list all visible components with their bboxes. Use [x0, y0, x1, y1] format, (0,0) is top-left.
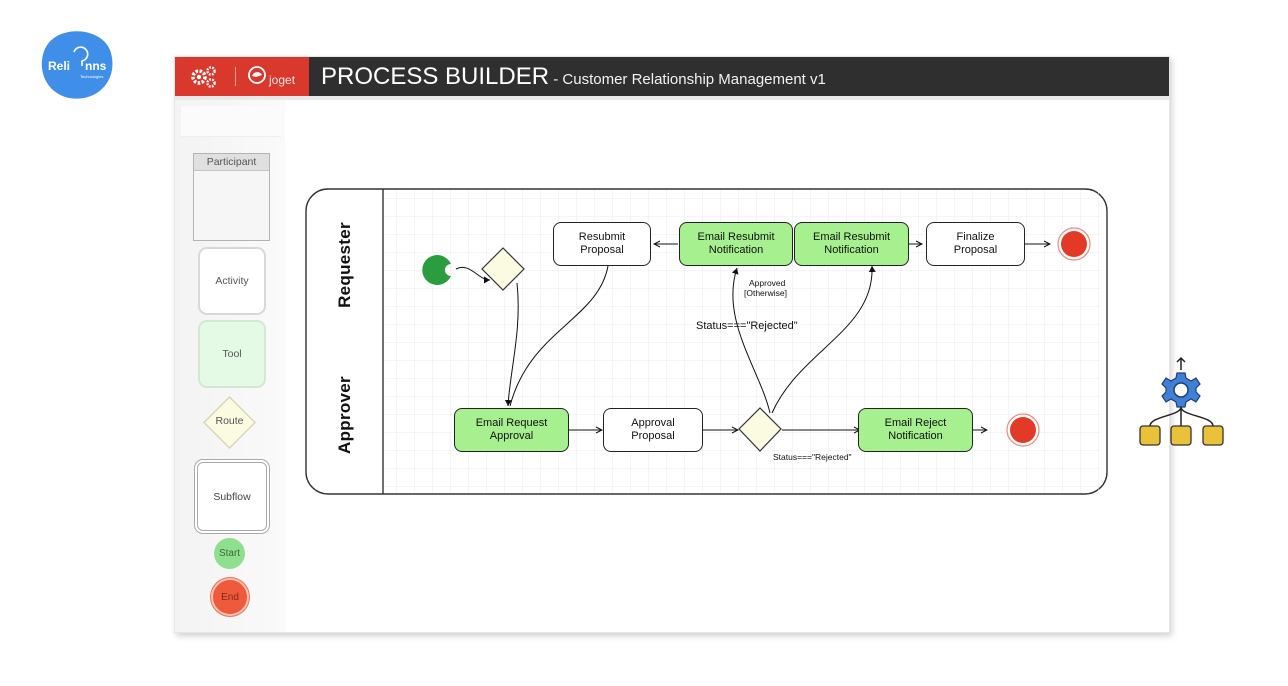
palette-route-label: Route	[215, 415, 244, 427]
palette-start[interactable]: Start	[214, 538, 245, 569]
page-title: PROCESS BUILDER - Customer Relationship …	[321, 63, 826, 91]
brand-name: Reli	[48, 59, 70, 73]
title-bar: joget PROCESS BUILDER - Customer Relatio…	[175, 57, 1169, 96]
tool-email-reject-notification[interactable]: Email Reject Notification	[858, 408, 973, 452]
palette-end-label: End	[221, 591, 239, 603]
condition-label-otherwise: [Otherwise]	[744, 288, 787, 298]
tool-email-request-approval[interactable]: Email Request Approval	[454, 408, 569, 452]
toolbar-strip	[175, 96, 1169, 100]
lane-label-approver: Approver	[335, 376, 354, 454]
palette-tab[interactable]	[181, 106, 281, 137]
transition-start-route1	[455, 266, 491, 284]
condition-label-rejected-upper: Status==="Rejected"	[696, 320, 798, 332]
palette-participant[interactable]: Participant	[193, 153, 270, 241]
palette-activity[interactable]: Activity	[198, 247, 266, 315]
palette-tool[interactable]: Tool	[198, 320, 266, 388]
transition-route2-email-resubmit-2	[771, 265, 876, 414]
palette-start-label: Start	[218, 548, 241, 559]
tool-email-resubmit-2-label: Email Resubmit Notification	[812, 231, 891, 256]
route-gateway-2[interactable]	[738, 407, 782, 452]
joget-logo-icon	[248, 66, 266, 84]
activity-finalize-proposal[interactable]: Finalize Proposal	[926, 222, 1025, 266]
workflow-illustration-icon	[1139, 356, 1224, 446]
palette-subflow-label: Subflow	[213, 490, 251, 503]
app-title: PROCESS BUILDER	[321, 63, 550, 90]
brand-name-suffix: nns	[85, 59, 107, 73]
tool-email-resubmit-notification-1[interactable]: Email Resubmit Notification	[679, 222, 793, 266]
condition-label-approved: Approved	[749, 278, 786, 288]
tool-email-resubmit-1-label: Email Resubmit Notification	[697, 231, 775, 256]
gears-icon[interactable]	[189, 64, 219, 90]
palette-end[interactable]: End	[211, 578, 249, 616]
activity-finalize-proposal-label: Finalize Proposal	[953, 231, 998, 256]
palette-subflow[interactable]: Subflow	[194, 459, 270, 534]
tool-email-reject-notification-label: Email Reject Notification	[884, 417, 947, 442]
palette-participant-label: Participant	[194, 154, 269, 171]
palette-route[interactable]	[202, 395, 257, 450]
transition-route1-email-request	[504, 282, 519, 407]
tool-email-resubmit-notification-2[interactable]: Email Resubmit Notification	[794, 222, 909, 266]
transition-resubmit-email-request	[509, 265, 609, 407]
palette-tool-label: Tool	[222, 348, 242, 360]
joget-logo-text: joget	[269, 73, 296, 87]
title-bar-brand-area: joget	[175, 57, 309, 96]
relinns-logo: Reli nns Technologies	[41, 31, 113, 99]
title-separator	[235, 67, 236, 86]
activity-approval-proposal-label: Approval Proposal	[631, 417, 675, 442]
start-event[interactable]	[422, 254, 451, 285]
transitions	[455, 244, 1050, 430]
activity-resubmit-proposal-label: Resubmit Proposal	[578, 231, 626, 256]
end-event-requester[interactable]	[1057, 227, 1091, 261]
condition-label-rejected-lower: Status==="Rejected"	[773, 452, 852, 462]
route-gateway-1[interactable]	[481, 247, 525, 291]
activity-approval-proposal[interactable]: Approval Proposal	[603, 408, 703, 452]
element-palette: Participant Activity Tool Route Subflow …	[175, 100, 285, 632]
end-event-approver[interactable]	[1006, 413, 1040, 447]
process-name: - Customer Relationship Management v1	[549, 71, 826, 88]
tool-email-request-approval-label: Email Request Approval	[475, 417, 548, 442]
transition-route2-email-resubmit-1	[731, 267, 771, 414]
lane-label-requester: Requester	[335, 222, 354, 308]
palette-activity-label: Activity	[215, 275, 249, 287]
activity-resubmit-proposal[interactable]: Resubmit Proposal	[553, 222, 651, 266]
brand-tagline: Technologies	[80, 74, 103, 79]
